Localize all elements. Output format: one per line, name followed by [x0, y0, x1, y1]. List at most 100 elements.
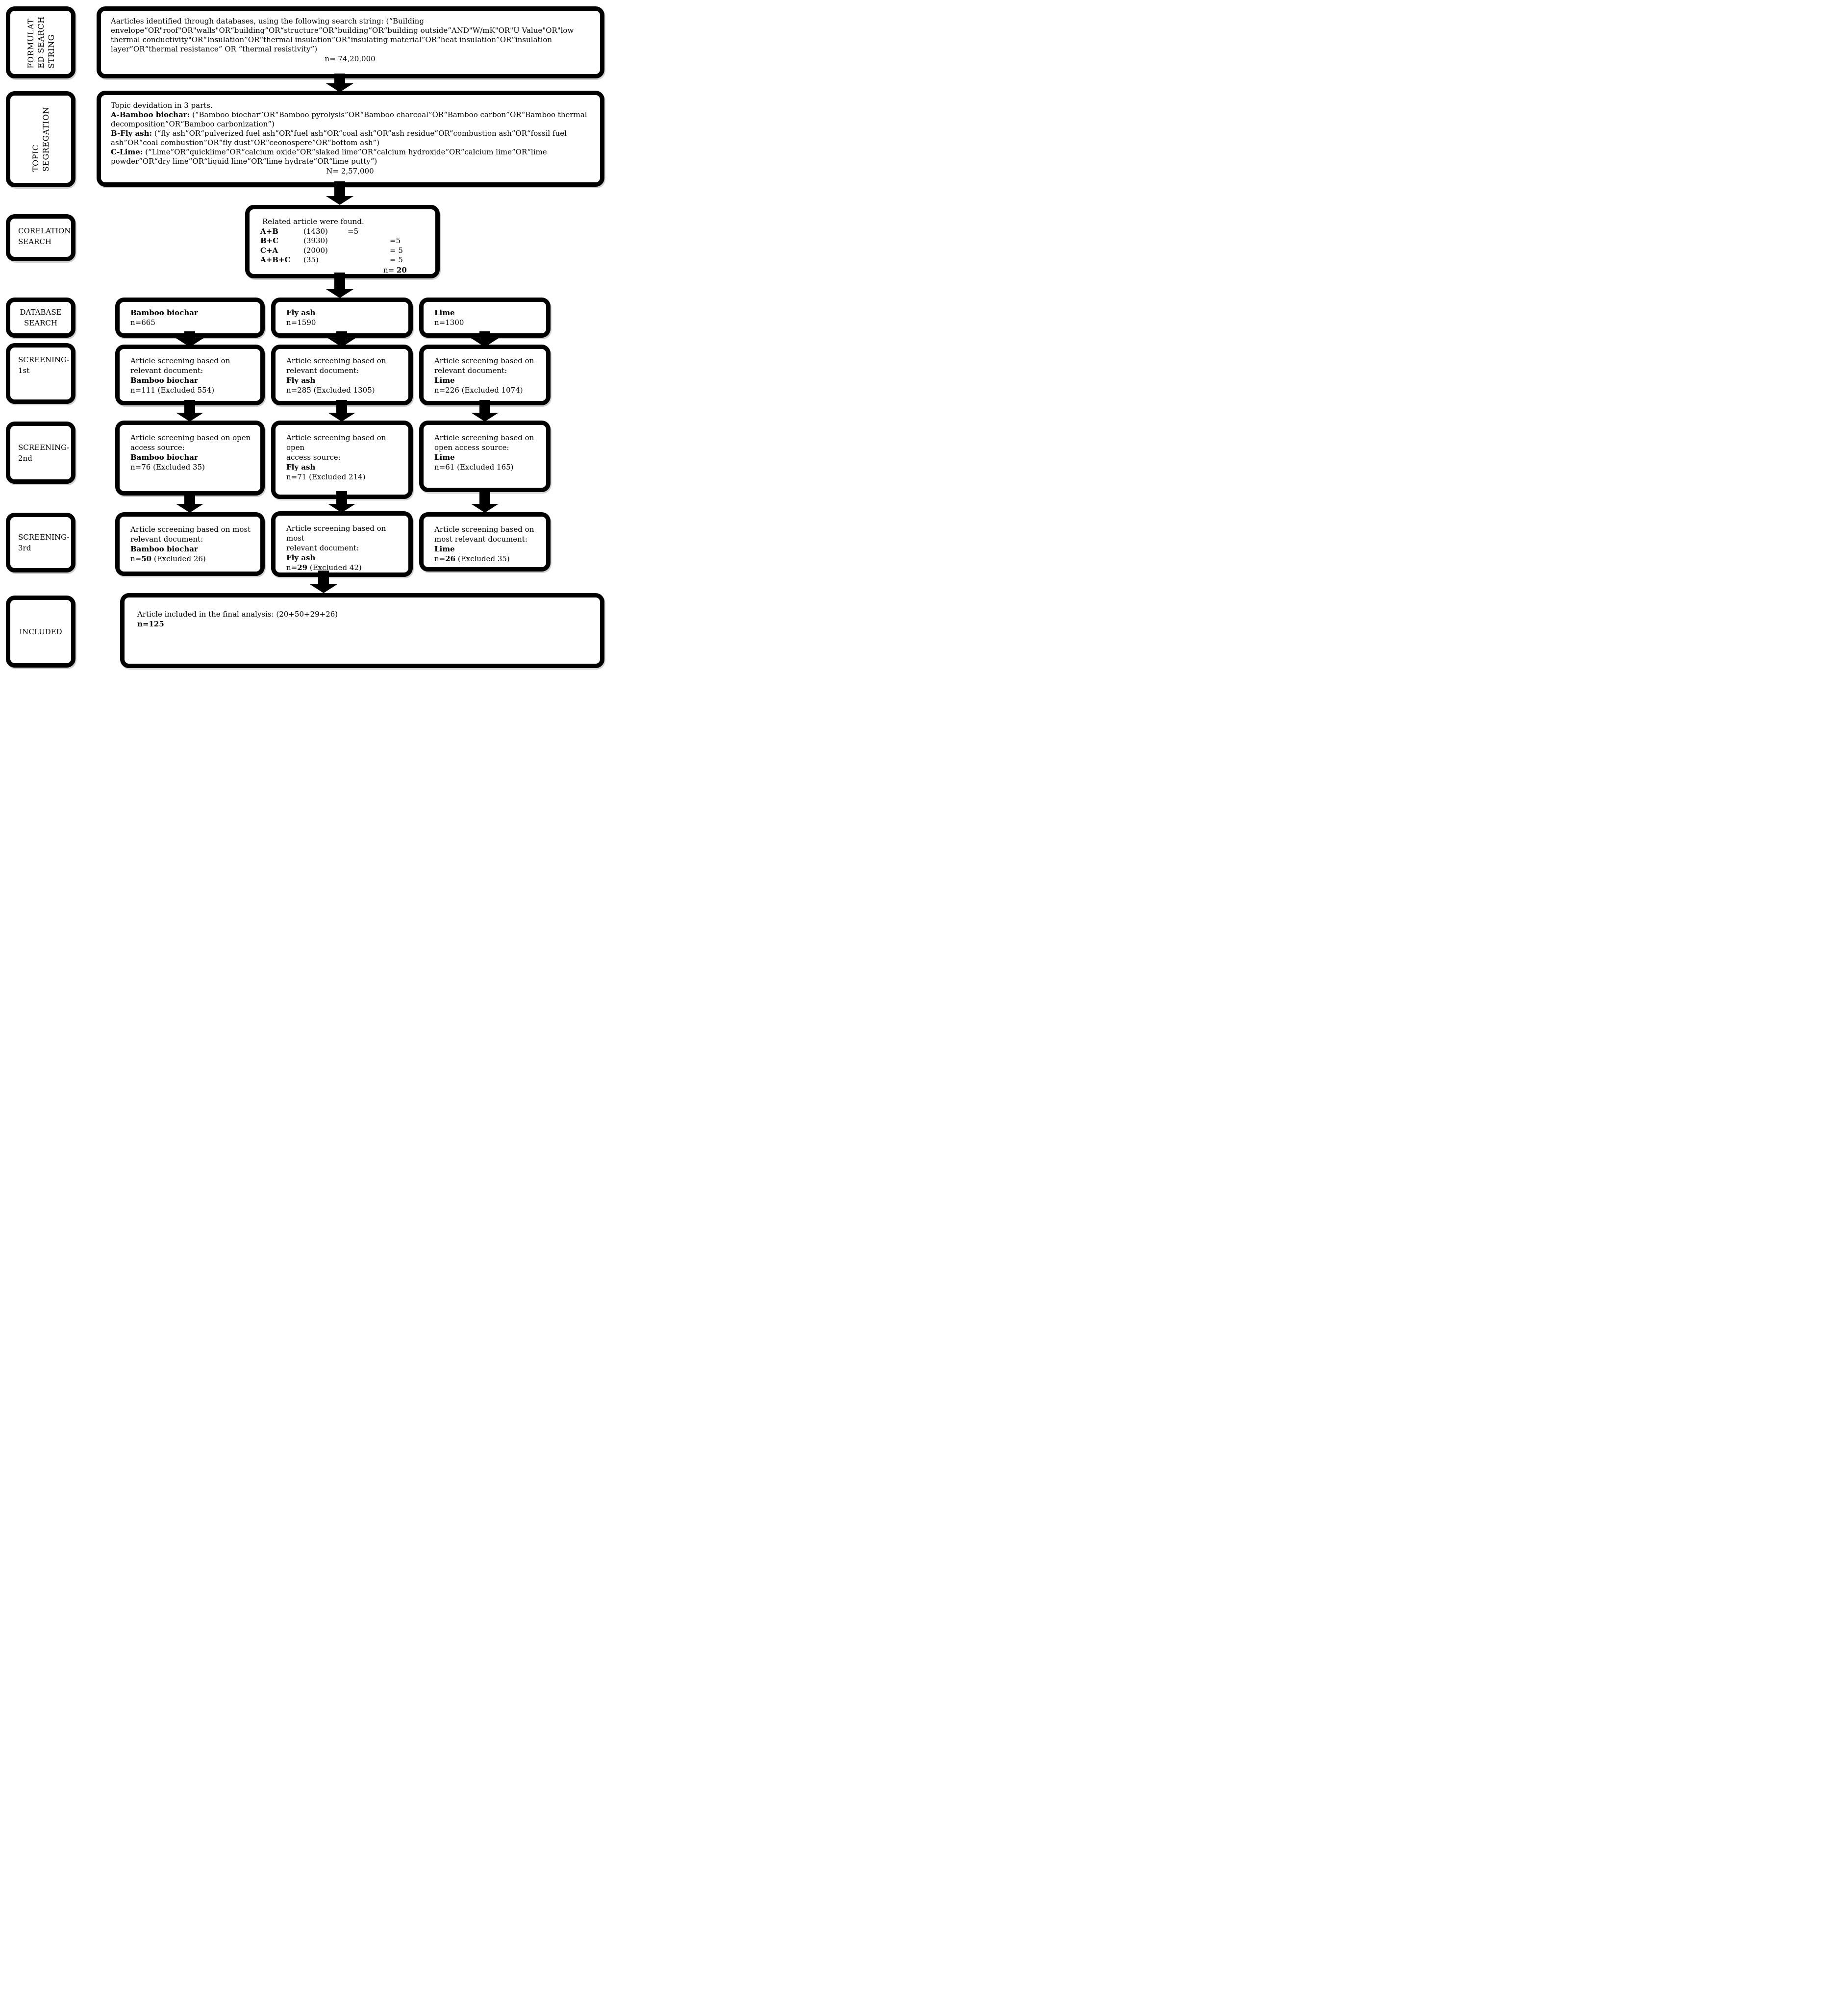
screen-topic: Lime — [434, 376, 455, 385]
stage-label-formulated: FORMULAT ED SEARCH STRING — [25, 16, 56, 69]
screen-topic: Fly ash — [286, 376, 316, 385]
down-arrow-icon — [328, 491, 355, 513]
db-title: Lime — [434, 308, 455, 317]
pair-label: C+A — [260, 246, 278, 255]
search-string-count: n= 74,20,000 — [325, 54, 376, 63]
down-arrow-icon — [326, 74, 353, 92]
stage-label-screening3: SCREENING- 3rd — [18, 533, 70, 552]
stage-box-formulated-search-string: FORMULAT ED SEARCH STRING — [6, 6, 75, 78]
pair-label: B+C — [260, 236, 279, 245]
screen3-box-lime: Article screening based on most relevant… — [419, 512, 551, 572]
correlation-box: Related article were found. A+B (1430) =… — [245, 205, 440, 278]
screen-count: n=111 (Excluded 554) — [130, 386, 215, 395]
screen-desc: Article screening based on relevant docu… — [434, 356, 534, 375]
count-value: 29 — [297, 563, 308, 572]
screen-topic: Fly ash — [286, 463, 316, 472]
screen3-box-flyash: Article screening based on most relevant… — [271, 511, 413, 577]
screen-desc: Article screening based on relevant docu… — [286, 356, 386, 375]
pair-count: (35) — [303, 255, 319, 264]
topic-a-text: (“Bamboo biochar”OR“Bamboo pyrolysis”OR“… — [111, 110, 587, 128]
screen2-box-bamboo: Article screening based on open access s… — [115, 421, 265, 496]
correlation-row: C+A (2000) = 5 — [250, 246, 435, 256]
screen-desc: Article screening based on open access s… — [130, 433, 251, 452]
screen-count: n=61 (Excluded 165) — [434, 463, 514, 472]
topic-a-line: A-Bamboo biochar: (“Bamboo biochar”OR“Ba… — [111, 110, 589, 129]
pair-result: =5 — [348, 226, 359, 236]
screen-topic: Bamboo biochar — [130, 376, 198, 385]
topic-c-label: C-Lime: — [111, 148, 143, 156]
screen-count: n=226 (Excluded 1074) — [434, 386, 523, 395]
search-string-box: Aarticles identified through databases, … — [97, 6, 604, 78]
pair-result: =5 — [390, 236, 401, 245]
pair-result: = 5 — [390, 255, 403, 264]
screen-topic: Lime — [434, 453, 455, 462]
screen-topic: Lime — [434, 545, 455, 553]
screen1-box-bamboo: Article screening based on relevant docu… — [115, 345, 265, 405]
topic-c-text: (“Lime”OR“quicklime”OR“calcium oxide”OR“… — [111, 148, 547, 166]
correlation-row: A+B (1430) =5 — [250, 227, 435, 237]
down-arrow-icon — [176, 331, 203, 347]
stage-box-screening-2nd: SCREENING- 2nd — [6, 422, 75, 484]
screen-count: n=26 (Excluded 35) — [434, 554, 542, 564]
stage-box-corelation-search: CORELATION SEARCH — [6, 214, 75, 261]
screen-topic: Bamboo biochar — [130, 453, 198, 462]
stage-label-corelation: CORELATION SEARCH — [18, 226, 71, 246]
down-arrow-icon — [176, 491, 203, 513]
down-arrow-icon — [326, 181, 353, 205]
db-count: n=1300 — [434, 318, 464, 327]
db-box-bamboo: Bamboo biochar n=665 — [115, 298, 265, 338]
screen2-box-lime: Article screening based on open access s… — [419, 421, 551, 492]
down-arrow-icon — [471, 400, 499, 422]
screen2-box-flyash: Article screening based on open access s… — [271, 421, 413, 499]
stage-label-included: INCLUDED — [19, 627, 62, 636]
count-prefix: n= — [434, 554, 446, 563]
screen1-box-flyash: Article screening based on relevant docu… — [271, 345, 413, 405]
db-title: Bamboo biochar — [130, 308, 198, 317]
included-line: Article included in the final analysis: … — [137, 610, 338, 619]
down-arrow-icon — [471, 331, 499, 347]
topic-b-label: B-Fly ash: — [111, 129, 152, 138]
stage-box-database-search: DATABASE SEARCH — [6, 298, 75, 338]
count-suffix: (Excluded 42) — [307, 563, 362, 572]
count-value: 26 — [445, 554, 456, 563]
included-box: Article included in the final analysis: … — [120, 593, 604, 668]
screen-count: n=285 (Excluded 1305) — [286, 386, 375, 395]
screen-count: n=50 (Excluded 26) — [130, 554, 256, 564]
down-arrow-icon — [471, 491, 499, 513]
screen-desc: Article screening based on most relevant… — [130, 525, 251, 544]
stage-box-screening-1st: SCREENING- 1st — [6, 343, 75, 404]
topic-b-line: B-Fly ash: (“fly ash”OR“pulverized fuel … — [111, 129, 589, 148]
screen-desc: Article screening based on open access s… — [434, 433, 534, 452]
prisma-flowchart: FORMULAT ED SEARCH STRING TOPIC SEGREGAT… — [0, 0, 610, 672]
topic-segregation-box: Topic devidation in 3 parts. A-Bamboo bi… — [97, 91, 604, 187]
topic-intro: Topic devidation in 3 parts. — [111, 101, 213, 110]
db-count: n=665 — [130, 318, 155, 327]
pair-count: (1430) — [303, 226, 328, 236]
correlation-title: Related article were found. — [262, 217, 364, 226]
screen-topic: Fly ash — [286, 553, 316, 562]
down-arrow-icon — [328, 331, 355, 347]
down-arrow-icon — [326, 273, 353, 298]
screen-count: n=71 (Excluded 214) — [286, 473, 366, 481]
correlation-row: A+B+C (35) = 5 — [250, 255, 435, 265]
screen-desc: Article screening based on relevant docu… — [130, 356, 230, 375]
db-count: n=1590 — [286, 318, 316, 327]
screen3-box-bamboo: Article screening based on most relevant… — [115, 512, 265, 576]
stage-box-screening-3rd: SCREENING- 3rd — [6, 513, 75, 572]
stage-label-screening2: SCREENING- 2nd — [18, 443, 70, 463]
pair-label: A+B+C — [260, 255, 291, 264]
count-value: 50 — [141, 554, 152, 563]
pair-label: A+B — [260, 226, 278, 236]
stage-label-database: DATABASE SEARCH — [20, 308, 62, 327]
screen-desc: Article screening based on most relevant… — [434, 525, 534, 544]
topic-count: N= 2,57,000 — [326, 167, 374, 175]
search-string-text: Aarticles identified through databases, … — [111, 17, 574, 53]
pair-count: (3930) — [303, 236, 328, 245]
screen-desc: Article screening based on open access s… — [286, 433, 386, 462]
screen-topic: Bamboo biochar — [130, 545, 198, 553]
count-suffix: (Excluded 26) — [151, 554, 206, 563]
stage-label-topic: TOPIC SEGREGATION — [31, 106, 50, 172]
screen-count: n=29 (Excluded 42) — [286, 563, 404, 572]
screen1-box-lime: Article screening based on relevant docu… — [419, 345, 551, 405]
down-arrow-icon — [176, 400, 203, 422]
